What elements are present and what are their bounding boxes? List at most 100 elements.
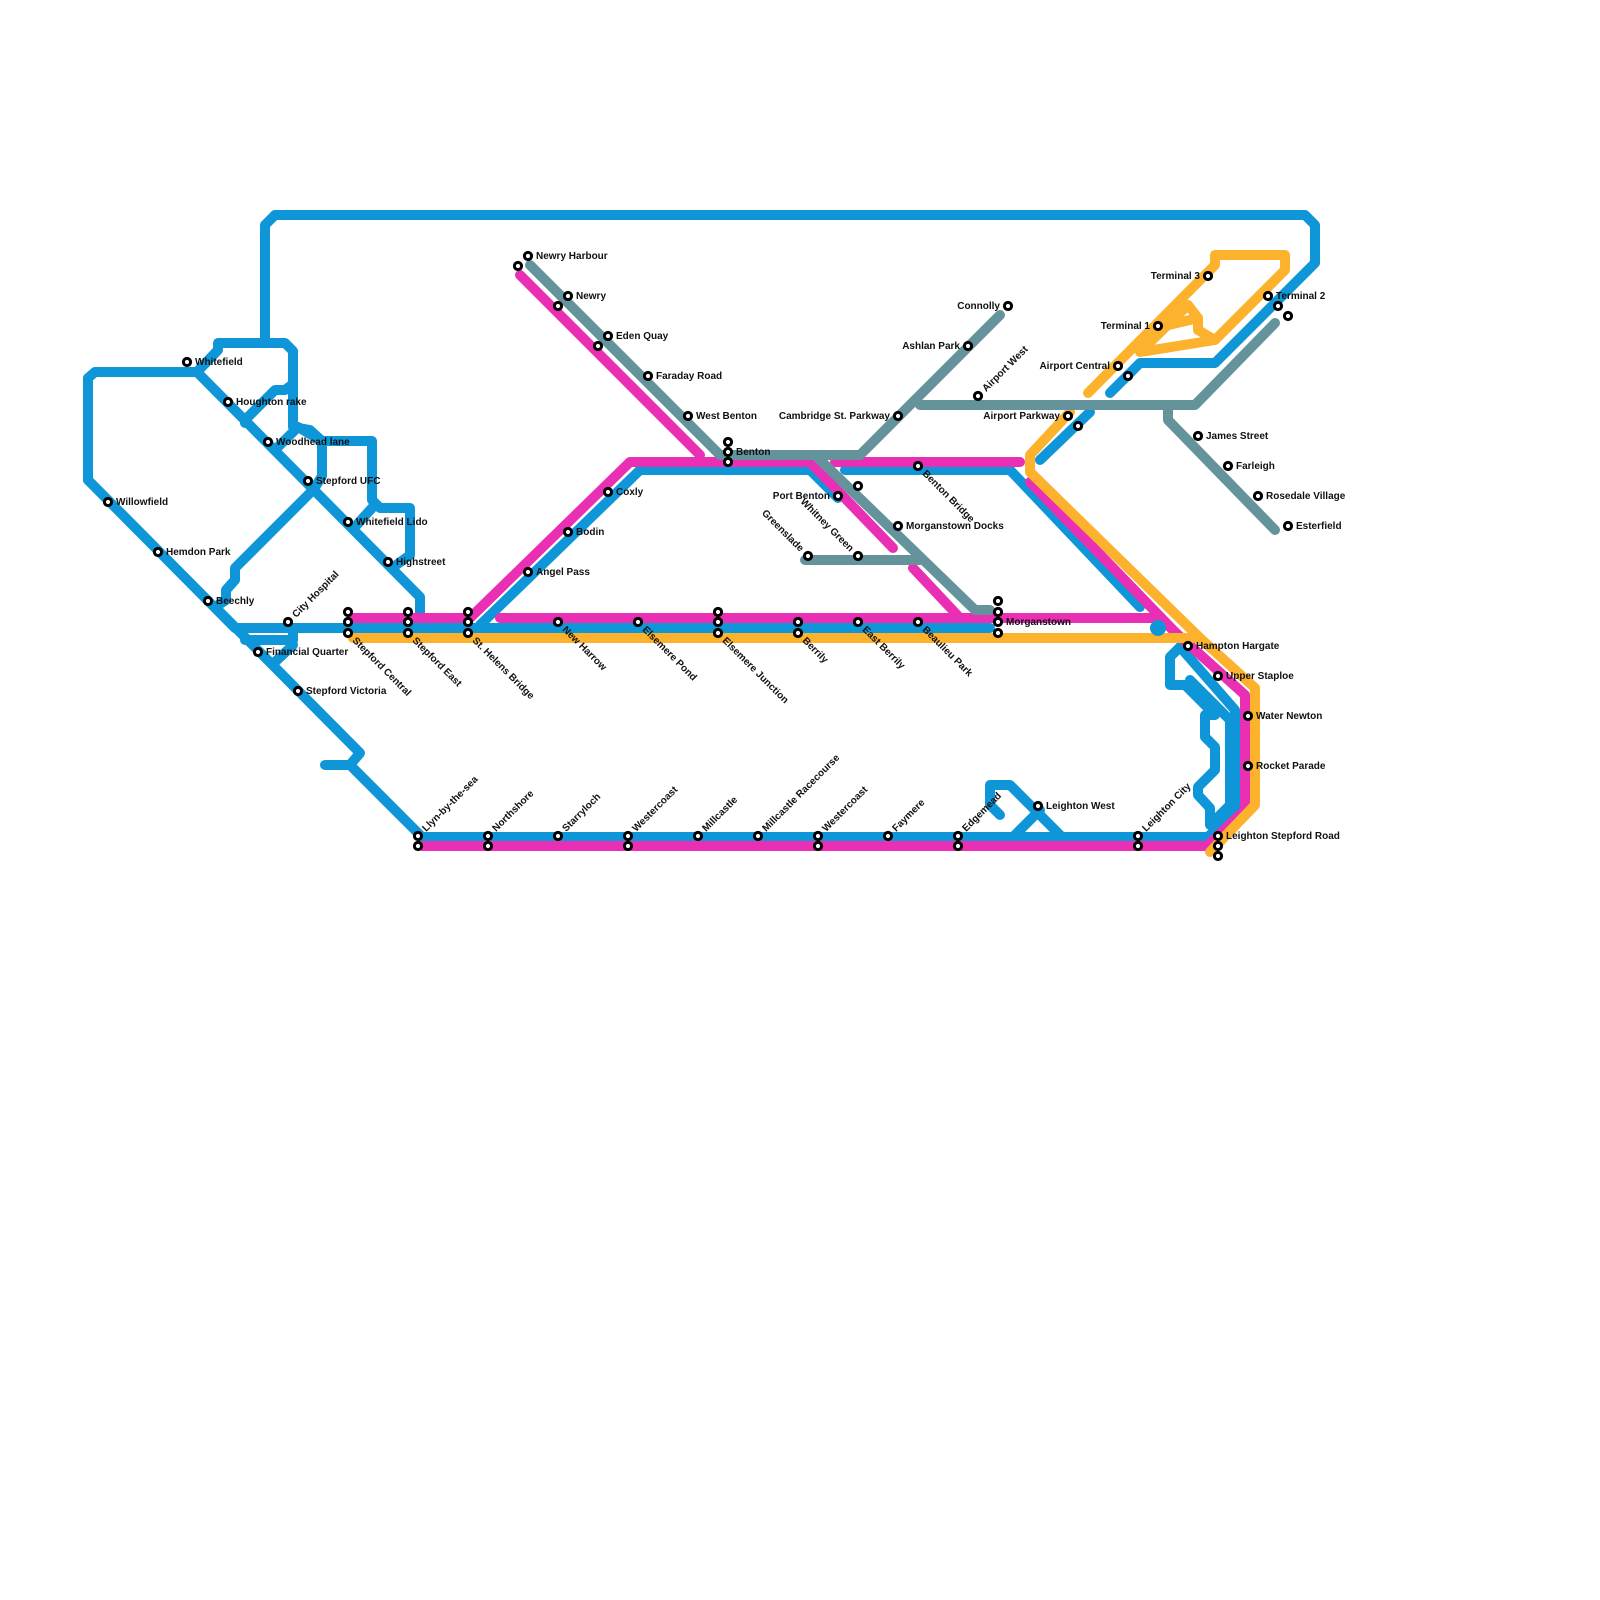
station-airport-west[interactable] (972, 390, 984, 402)
station-farleigh[interactable] (1222, 460, 1234, 472)
station-marker[interactable] (1272, 300, 1284, 312)
station-marker[interactable] (1202, 270, 1214, 282)
station-james-street[interactable] (1192, 430, 1204, 442)
station-marker[interactable] (462, 616, 474, 628)
station-marker[interactable] (602, 486, 614, 498)
station-marker[interactable] (1002, 300, 1014, 312)
station-financial-quarter[interactable] (252, 646, 264, 658)
station-benton-bridge[interactable] (912, 460, 924, 472)
station-marker[interactable] (512, 260, 524, 272)
station-faymere[interactable] (882, 830, 894, 842)
station-marker[interactable] (412, 830, 424, 842)
station-houghton-rake[interactable] (222, 396, 234, 408)
station-marker[interactable] (802, 550, 814, 562)
station-whitefield-lido[interactable] (342, 516, 354, 528)
station-morganstown-docks[interactable] (892, 520, 904, 532)
station-connolly[interactable] (1002, 300, 1014, 312)
station-berrily[interactable] (792, 616, 804, 639)
station-ashlan-park[interactable] (962, 340, 974, 352)
station-greenslade[interactable] (802, 550, 814, 562)
station-marker[interactable] (892, 410, 904, 422)
station-woodhead-lane[interactable] (262, 436, 274, 448)
station-marker[interactable] (282, 616, 294, 628)
station-hemdon-park[interactable] (152, 546, 164, 558)
station-airport-central[interactable] (1112, 360, 1134, 382)
station-marker[interactable] (402, 616, 414, 628)
station-marker[interactable] (552, 300, 564, 312)
station-eden-quay[interactable] (592, 330, 614, 352)
station-marker[interactable] (152, 546, 164, 558)
station-marker[interactable] (682, 410, 694, 422)
station-marker[interactable] (302, 475, 314, 487)
station-marker[interactable] (722, 456, 734, 468)
station-newry-harbour[interactable] (512, 250, 534, 272)
station-marker[interactable] (1252, 490, 1264, 502)
station-marker[interactable] (522, 566, 534, 578)
station-marker[interactable] (622, 830, 634, 842)
station-marker[interactable] (792, 616, 804, 628)
station-angel-pass[interactable] (522, 566, 534, 578)
station-marker[interactable] (1262, 290, 1274, 302)
station-marker[interactable] (482, 830, 494, 842)
station-leighton-city[interactable] (1132, 830, 1144, 852)
station-beechly[interactable] (202, 595, 214, 607)
station-marker[interactable] (181, 356, 193, 368)
station-marker[interactable] (992, 627, 1004, 639)
station-marker[interactable] (1032, 800, 1044, 812)
station-highstreet[interactable] (382, 556, 394, 568)
station-marker[interactable] (1212, 830, 1224, 842)
station-westercoast[interactable] (622, 830, 634, 852)
station-northshore[interactable] (482, 830, 494, 852)
station-marker[interactable] (262, 436, 274, 448)
station-marker[interactable] (602, 330, 614, 342)
station-faraday-road[interactable] (642, 370, 654, 382)
station-marker[interactable] (522, 250, 534, 262)
station-marker[interactable] (252, 646, 264, 658)
station-marker[interactable] (552, 616, 564, 628)
station-marker[interactable] (402, 606, 414, 618)
station-marker[interactable] (1112, 360, 1124, 372)
station-millcastle-racecourse[interactable] (752, 830, 764, 842)
station-terminal-2[interactable] (1262, 290, 1294, 322)
station-marker[interactable] (342, 606, 354, 618)
station-marker[interactable] (1132, 840, 1144, 852)
station-marker[interactable] (552, 830, 564, 842)
station-whitefield[interactable] (181, 356, 193, 368)
station-beaulieu-park[interactable] (912, 616, 924, 628)
station-marker[interactable] (382, 556, 394, 568)
station-city-hospital[interactable] (282, 616, 294, 628)
station-marker[interactable] (562, 526, 574, 538)
station-marker[interactable] (832, 490, 844, 502)
station-marker[interactable] (1212, 840, 1224, 852)
station-marker[interactable] (852, 550, 864, 562)
station-marker[interactable] (952, 840, 964, 852)
station-esterfield[interactable] (1282, 520, 1294, 532)
station-marker[interactable] (1132, 830, 1144, 842)
station-marker[interactable] (912, 460, 924, 472)
station-marker[interactable] (852, 480, 864, 492)
station-airport-parkway[interactable] (1062, 410, 1084, 432)
station-marker[interactable] (592, 340, 604, 352)
station-edgemead[interactable] (952, 830, 964, 852)
station-marker[interactable] (912, 616, 924, 628)
station-marker[interactable] (102, 496, 114, 508)
station-marker[interactable] (342, 627, 354, 639)
station-elsemere-junction[interactable] (712, 606, 724, 639)
station-marker[interactable] (1212, 670, 1224, 682)
station-stepford-east[interactable] (402, 606, 414, 639)
station-marker[interactable] (1182, 640, 1194, 652)
station-marker[interactable] (202, 595, 214, 607)
station-stepford-victoria[interactable] (292, 685, 304, 697)
station-marker[interactable] (1242, 760, 1254, 772)
station-marker[interactable] (952, 830, 964, 842)
station-leighton-west[interactable] (1032, 800, 1044, 812)
station-bodin[interactable] (562, 526, 574, 538)
station-marker[interactable] (562, 290, 574, 302)
station-marker[interactable] (1212, 850, 1224, 862)
station-marker[interactable] (692, 830, 704, 842)
station-marker[interactable] (712, 616, 724, 628)
station-marker[interactable] (1222, 460, 1234, 472)
station-marker[interactable] (342, 616, 354, 628)
station-morganstown[interactable] (992, 595, 1004, 639)
station-marker[interactable] (962, 340, 974, 352)
